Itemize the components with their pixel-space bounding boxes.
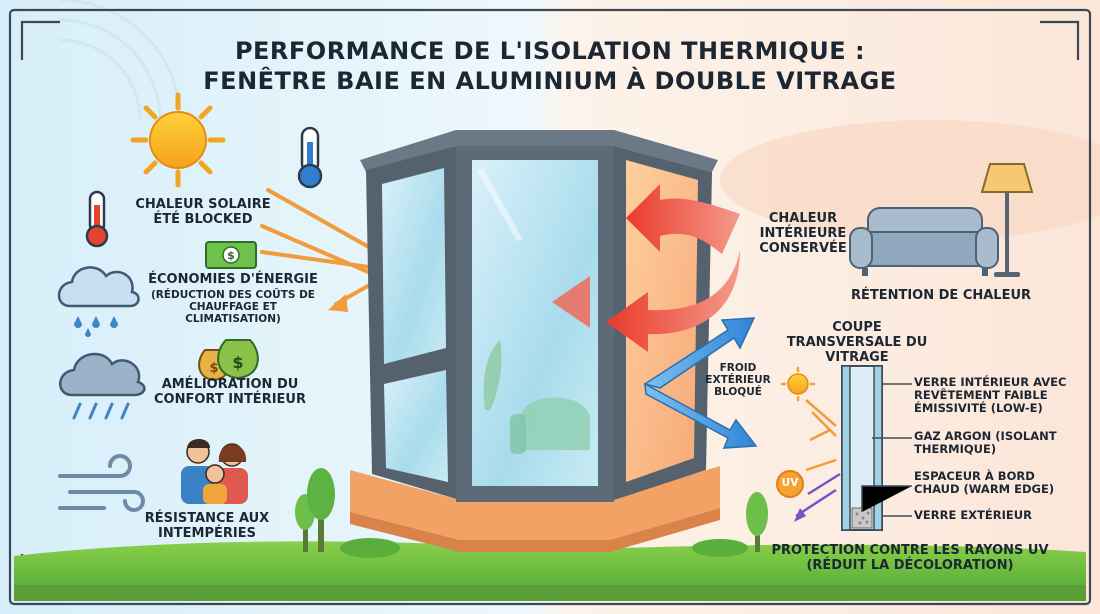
family-icon	[181, 439, 248, 504]
layer-argon-gas: Gaz Argon (Isolant Thermique)	[914, 429, 1057, 457]
cold-blocked-label: Froid Extérieur Bloqué	[705, 362, 771, 399]
title-line-1: Performance de l'Isolation Thermique :	[234, 37, 866, 65]
page-title: Performance de l'Isolation Thermique : F…	[150, 36, 950, 96]
comfort-label: Amélioration du Confort Intérieur	[154, 377, 306, 407]
svg-text:$: $	[227, 249, 235, 262]
weather-resistance-label: Résistance aux Intempéries	[144, 511, 270, 541]
money-bags-icon: $ $	[198, 339, 259, 382]
thermometer-icon	[297, 126, 323, 189]
heat-retention-label: Rétention de Chaleur	[850, 288, 1032, 303]
bay-window	[350, 130, 720, 552]
glazing-cross-section	[776, 365, 912, 531]
layer-warm-edge-spacer: Espaceur à Bord Chaud (Warm Edge)	[914, 469, 1055, 497]
energy-savings-label: Économies d'Énergie	[148, 272, 318, 287]
cross-section-title: Coupe Transversale du Vitrage	[786, 320, 928, 365]
small-sun-icon	[780, 366, 816, 402]
interior-heat-label: Chaleur Intérieure Conservée	[759, 211, 847, 256]
uv-badge-label: UV	[781, 477, 799, 489]
thermometer-hot-icon	[85, 190, 109, 248]
svg-text:$: $	[232, 353, 243, 372]
rain-cloud-icon	[57, 266, 140, 337]
dollar-bill-icon: $	[205, 241, 257, 269]
uv-sun-icon	[776, 470, 804, 498]
trees	[295, 468, 768, 558]
uv-protection-label: Protection Contre les Rayons UV (Réduit …	[771, 543, 1049, 573]
solar-heat-label: Chaleur Solaire Été Blocked	[135, 197, 271, 227]
svg-text:$: $	[209, 361, 218, 376]
storm-cloud-icon	[59, 352, 146, 420]
wind-icon	[58, 454, 145, 512]
layer-inner-glass: Verre Intérieur avec Revêtement Faible É…	[914, 375, 1067, 416]
interior-heat-arrows	[552, 184, 740, 352]
layer-outer-glass: Verre Extérieur	[914, 508, 1032, 522]
title-line-2: Fenêtre Baie en Aluminium à Double Vitra…	[203, 67, 897, 95]
energy-savings-sublabel: (Réduction des Coûts de Chauffage et Cli…	[151, 289, 315, 326]
cold-blocked-arrows	[643, 317, 758, 449]
floor-lamp-icon	[980, 163, 1034, 277]
sofa-icon	[849, 207, 999, 276]
sun-icon	[130, 92, 226, 188]
